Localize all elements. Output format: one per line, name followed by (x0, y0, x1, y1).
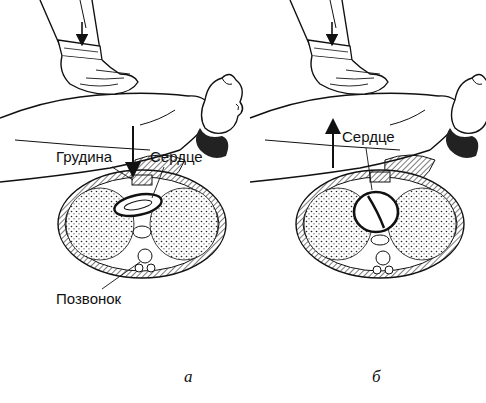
cross-section-released (296, 170, 464, 278)
part-label: Грудина (56, 148, 112, 166)
part-label: Сердце (150, 148, 203, 166)
panel-letter: б (372, 368, 381, 386)
cross-section-compressed (58, 170, 226, 278)
panel-letter: а (184, 368, 193, 386)
part-label: Сердце (342, 128, 395, 146)
part-label: Позвонок (56, 290, 121, 308)
